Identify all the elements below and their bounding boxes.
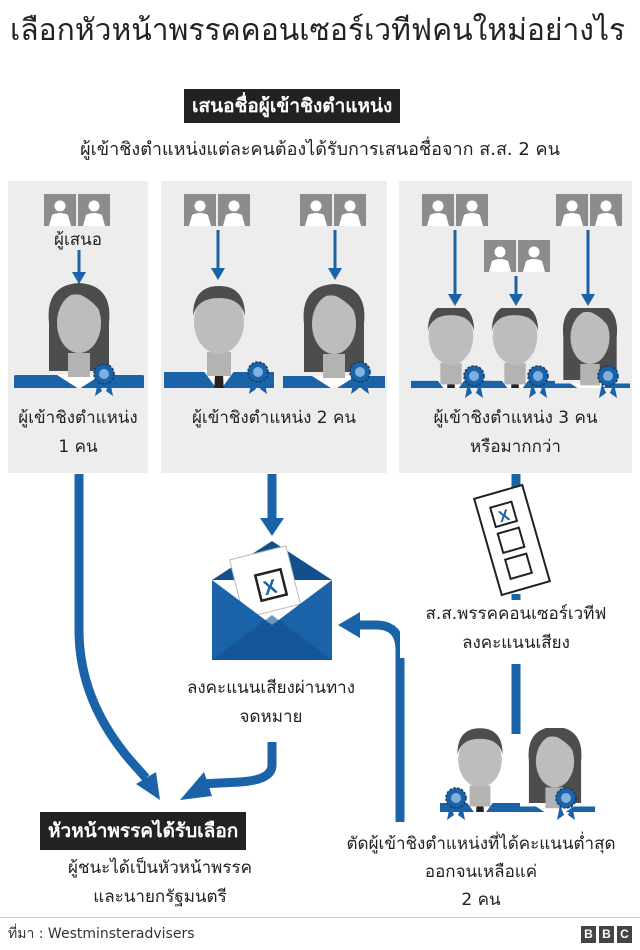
bbc-logo: B B C bbox=[581, 926, 632, 943]
nomination-rule: ผู้เข้าชิงตำแหน่งแต่ละคนต้องได้รับการเสน… bbox=[80, 139, 560, 160]
eliminate-line1: ตัดผู้เข้าชิงตำแหน่งที่ได้คะแนนต่ำสุด bbox=[322, 830, 640, 859]
page-title: เลือกหัวหน้าพรรคคอนเซอร์เวทีฟคนใหม่อย่าง… bbox=[10, 13, 626, 48]
footer-divider bbox=[0, 917, 640, 918]
proposer-icons-2 bbox=[184, 194, 366, 226]
winner-label: หัวหน้าพรรคได้รับเลือก bbox=[40, 812, 247, 850]
logo-letter: B bbox=[599, 926, 614, 943]
envelope-icon bbox=[212, 541, 332, 660]
one-candidate-label-line2: 1 คน bbox=[58, 437, 98, 457]
postal-vote-line2: จดหมาย bbox=[239, 707, 303, 727]
postal-vote-line1: ลงคะแนนเสียงผ่านทาง bbox=[186, 678, 356, 698]
logo-letter: B bbox=[581, 926, 596, 943]
winner-desc-line1: ผู้ชนะได้เป็นหัวหน้าพรรค bbox=[67, 858, 253, 878]
ballot-mark: X bbox=[261, 576, 280, 601]
two-candidates-label: ผู้เข้าชิงตำแหน่ง 2 คน bbox=[191, 408, 357, 428]
one-candidate-label-line1: ผู้เข้าชิงตำแหน่ง bbox=[18, 408, 138, 428]
nominate-label: เสนอชื่อผู้เข้าชิงตำแหน่ง bbox=[184, 89, 401, 123]
proposer-icons-3 bbox=[422, 194, 622, 272]
proposer-label: ผู้เสนอ bbox=[54, 230, 102, 250]
three-candidates-label-line1: ผู้เข้าชิงตำแหน่ง 3 คน bbox=[433, 408, 598, 428]
ballot-mark: X bbox=[497, 507, 512, 526]
mp-vote-line1: ส.ส.พรรคคอนเซอร์เวทีฟ bbox=[400, 600, 632, 629]
source-credit: ที่มา : Westminsteradvisers bbox=[8, 926, 195, 942]
mp-vote-line2: ลงคะแนนเสียง bbox=[400, 629, 632, 658]
logo-letter: C bbox=[617, 926, 632, 943]
three-candidates-label-line2: หรือมากกว่า bbox=[470, 437, 561, 457]
proposer-icons-1 bbox=[44, 194, 110, 226]
eliminate-line3: 2 คน bbox=[461, 890, 501, 910]
winner-desc-line2: และนายกรัฐมนตรี bbox=[93, 887, 227, 907]
ballot-paper-icon: X bbox=[472, 483, 552, 597]
eliminate-line2: ออกจนเหลือแค่ bbox=[424, 862, 538, 882]
